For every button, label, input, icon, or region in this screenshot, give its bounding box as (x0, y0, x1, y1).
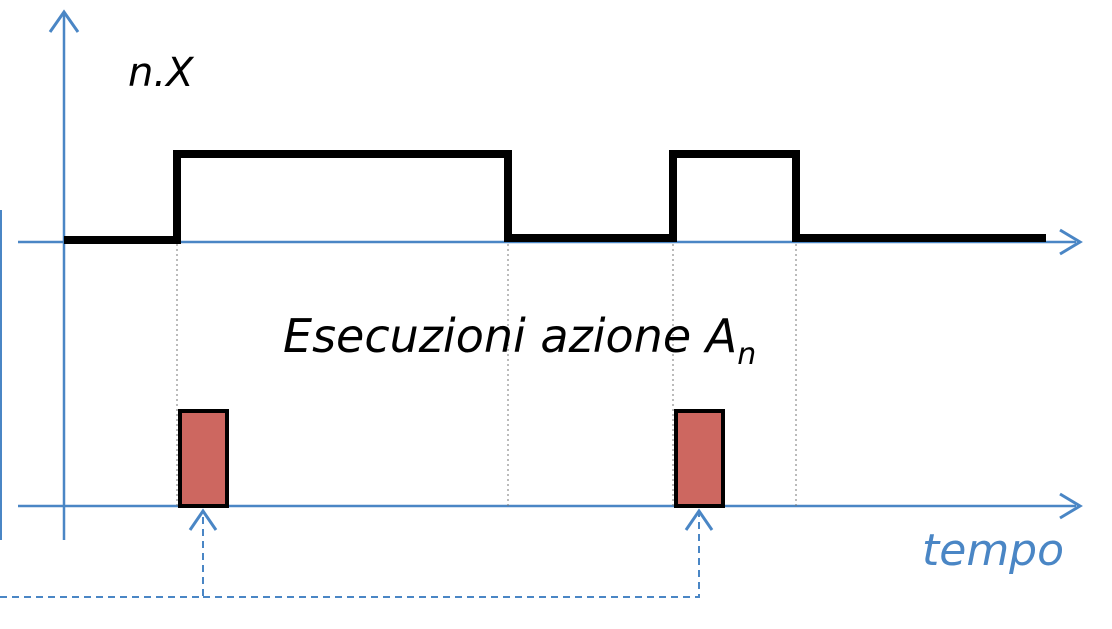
arrow-right-icon (1059, 228, 1083, 256)
action-label-subscript: n (737, 337, 756, 372)
action-pulse (674, 409, 725, 508)
trigger-connector (0, 512, 204, 598)
arrow-up-icon (48, 9, 80, 33)
action-label: Esecuzioni azione An (283, 309, 756, 372)
arrow-up-icon (188, 508, 218, 531)
signal-label: n.X (128, 50, 195, 96)
time-axis-label: tempo (922, 525, 1064, 576)
action-label-main: Esecuzioni azione A (283, 309, 737, 363)
signal-waveform (64, 150, 1046, 244)
action-pulse (178, 409, 229, 508)
arrow-up-icon (684, 508, 714, 531)
trigger-connector (203, 512, 700, 598)
arrow-right-icon (1059, 492, 1083, 520)
